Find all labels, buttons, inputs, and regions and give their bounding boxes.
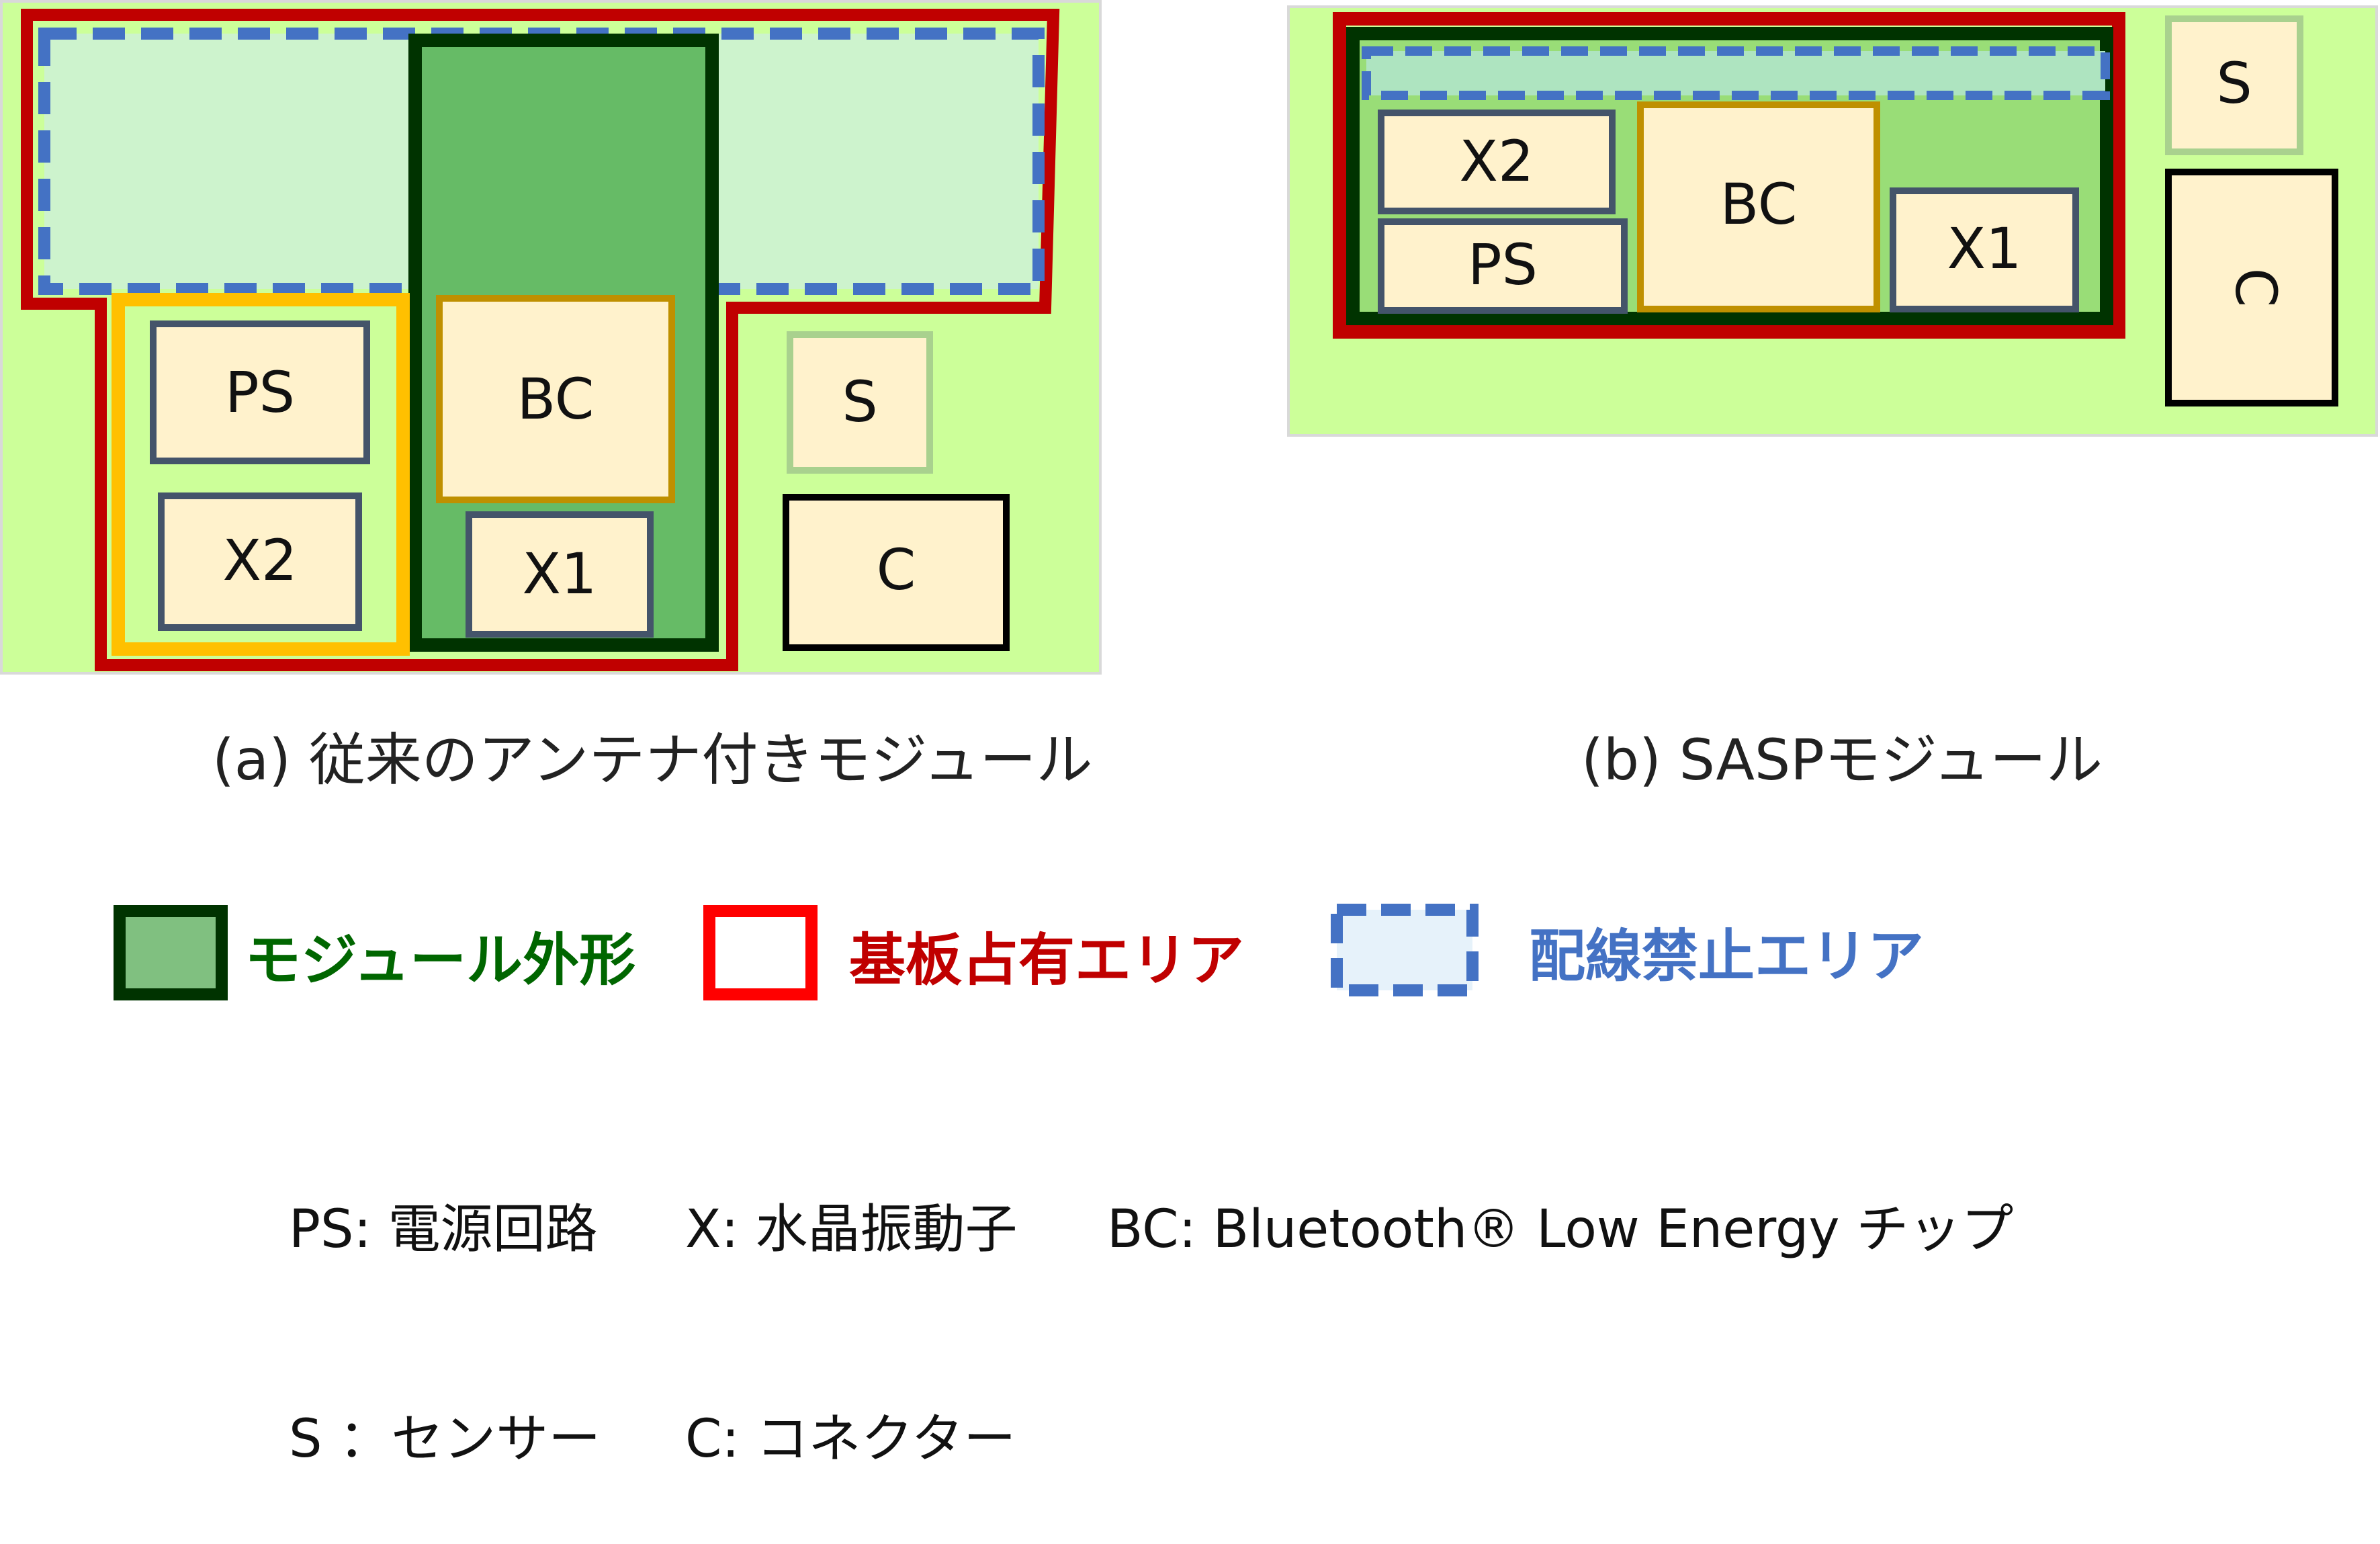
legend-module-label: モジュール外形 <box>245 927 635 993</box>
panel-a-s-label: S <box>842 369 877 435</box>
panel-b-board-area <box>1333 12 2125 339</box>
diagram-canvas: PS X2 BC X1 S C (a) 従来のアンテナ付きモジュール X2 PS… <box>0 0 2378 1000</box>
panel-a: PS X2 BC X1 S C (a) 従来のアンテナ付きモジュール <box>0 0 1102 793</box>
panel-a-x1-label: X1 <box>523 541 597 607</box>
panel-a-x2-box <box>158 492 362 631</box>
notes-line-2: S ：センサー C: コネクター <box>289 1404 2013 1474</box>
panel-b-c-box <box>2165 169 2338 406</box>
panel-a-bc-box <box>436 295 675 503</box>
note-bc: BC: Bluetooth® Low Energy チップ <box>1107 1199 2014 1260</box>
panel-b-x2-label: X2 <box>1460 128 1534 194</box>
panel-b-c-label: C <box>2223 268 2289 308</box>
note-ps: PS: 電源回路 <box>289 1199 598 1260</box>
legend-board-label: 基板占有エリア <box>849 927 1244 993</box>
panel-a-caption: (a) 従来のアンテナ付きモジュール <box>212 727 1092 793</box>
panel-b: X2 PS BC X1 S C (b) SASPモジュール <box>1287 5 2378 793</box>
panel-a-s-box <box>787 331 933 474</box>
panel-b-bc-label: BC <box>1720 171 1798 237</box>
legend: モジュール外形 基板占有エリア 配線禁止エリア <box>114 904 1924 1000</box>
panel-a-x2-label: X2 <box>223 527 298 593</box>
panel-b-ps-label: PS <box>1468 232 1538 298</box>
panel-b-no-wiring-area <box>1362 46 2110 100</box>
panel-a-c-label: C <box>877 537 916 603</box>
panel-a-c-box <box>783 494 1010 651</box>
legend-module-swatch <box>114 905 228 1000</box>
notes-line-1: PS: 電源回路 X: 水晶振動子 BC: Bluetooth® Low Energ… <box>289 1195 2013 1264</box>
panel-a-ps-box <box>150 320 370 464</box>
panel-a-ps-label: PS <box>225 359 295 425</box>
note-c: C: コネクター <box>685 1409 1016 1469</box>
panel-b-s-label: S <box>2216 50 2252 116</box>
abbreviation-notes: PS: 電源回路 X: 水晶振動子 BC: Bluetooth® Low Energ… <box>289 1055 2013 1544</box>
panel-a-board-area <box>21 8 1060 671</box>
panel-b-x1-box <box>1890 187 2079 312</box>
legend-board-swatch <box>703 905 818 1000</box>
panel-b-caption: (b) SASPモジュール <box>1581 727 2103 793</box>
panel-b-ps-box <box>1378 218 1628 314</box>
panel-a-x1-box <box>466 511 654 638</box>
legend-no-wiring-swatch <box>1331 904 1479 996</box>
note-s: S ：センサー <box>289 1409 601 1469</box>
panel-a-bc-label: BC <box>517 366 594 432</box>
legend-no-wiring-label: 配線禁止エリア <box>1529 923 1924 989</box>
panel-b-x1-label: X1 <box>1947 216 2022 282</box>
panel-b-s-box <box>2165 15 2303 155</box>
note-x: X: 水晶振動子 <box>685 1199 1018 1260</box>
panel-b-bc-box <box>1637 101 1880 312</box>
panel-b-x2-box <box>1378 110 1616 214</box>
